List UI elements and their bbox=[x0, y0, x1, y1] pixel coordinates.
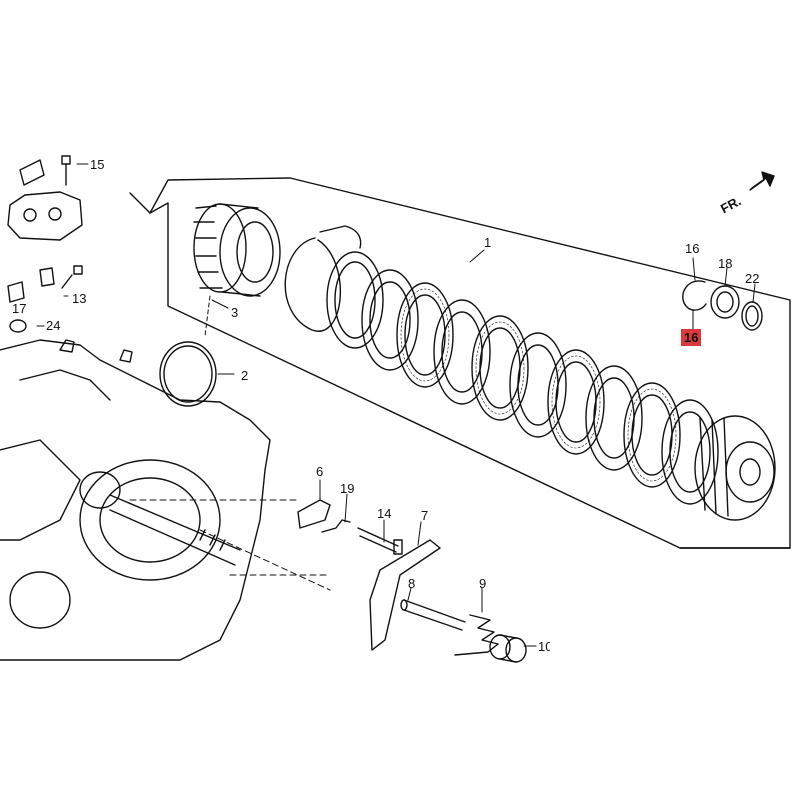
front-direction-arrow bbox=[750, 172, 774, 190]
part-label-17[interactable]: 17 bbox=[12, 301, 27, 316]
bolt-part-15 bbox=[62, 156, 70, 185]
collar-part-10 bbox=[490, 635, 526, 662]
part-label-7[interactable]: 7 bbox=[421, 508, 429, 523]
part-label-15[interactable]: 15 bbox=[90, 157, 105, 172]
bolt-part-13 bbox=[62, 266, 82, 288]
ring-part-22 bbox=[742, 302, 762, 330]
part-label-14[interactable]: 14 bbox=[377, 506, 392, 521]
shift-fork-part-7 bbox=[370, 540, 440, 650]
bolt-part-14 bbox=[358, 528, 402, 554]
spring-part-9 bbox=[455, 615, 498, 655]
part-label-19[interactable]: 19 bbox=[340, 481, 355, 496]
part-label-13[interactable]: 13 bbox=[72, 291, 87, 306]
sensor-part-17 bbox=[8, 268, 54, 302]
o-ring-part-2 bbox=[160, 342, 216, 406]
part-label-24[interactable]: 24 bbox=[46, 318, 61, 333]
part-label-22[interactable]: 22 bbox=[745, 271, 760, 286]
washer-part-18 bbox=[711, 286, 739, 318]
part-label-8[interactable]: 8 bbox=[408, 576, 416, 591]
leader-lines bbox=[37, 164, 755, 646]
spring-part-19 bbox=[322, 520, 350, 532]
clutch-drum bbox=[194, 204, 280, 296]
part-label-9[interactable]: 9 bbox=[479, 576, 487, 591]
friction-plate-hatching bbox=[401, 289, 676, 481]
part-label-2[interactable]: 2 bbox=[241, 368, 249, 383]
part-label-18[interactable]: 18 bbox=[718, 256, 733, 271]
clutch-assembly-frame bbox=[130, 178, 790, 548]
clutch-hub bbox=[695, 416, 775, 520]
part-label-10[interactable]: 10 bbox=[538, 640, 550, 653]
part-label-16[interactable]: 16 bbox=[685, 241, 700, 256]
large-snap-ring bbox=[285, 226, 360, 331]
housing-guide-lines bbox=[130, 500, 330, 590]
part-label-16-highlighted[interactable]: 16 bbox=[681, 329, 702, 346]
input-shaft bbox=[110, 495, 240, 565]
lever-part-6 bbox=[298, 500, 330, 528]
part-label-6[interactable]: 6 bbox=[316, 464, 324, 479]
snap-ring-part-16 bbox=[683, 281, 706, 310]
clutch-plates bbox=[327, 252, 718, 504]
seal-part-24 bbox=[10, 320, 26, 332]
pin-part-8 bbox=[401, 600, 465, 630]
shift-solenoid-assembly bbox=[8, 160, 82, 240]
part-label-1[interactable]: 1 bbox=[484, 235, 492, 250]
part-label-3[interactable]: 3 bbox=[231, 305, 239, 320]
transmission-housing bbox=[0, 340, 270, 660]
